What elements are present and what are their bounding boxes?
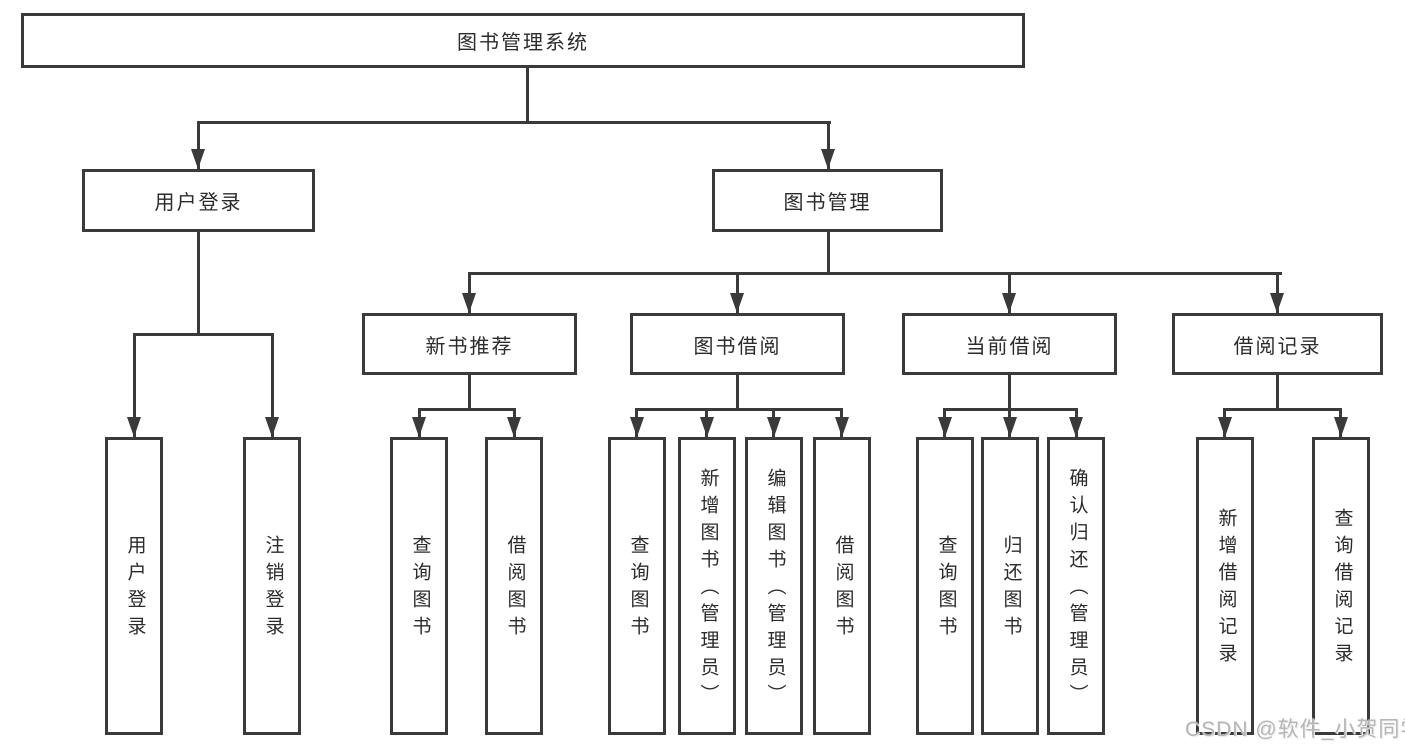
connector-line [197, 232, 200, 333]
arrowhead-down-icon [1069, 417, 1083, 437]
connector-line [197, 121, 831, 124]
node-current-borrow: 当前借阅 [902, 313, 1117, 375]
node-leaf-bb-query-books: 查询图书 [608, 437, 666, 735]
connector-line [636, 408, 843, 411]
connector-line [1008, 272, 1011, 313]
arrowhead-down-icon [462, 293, 476, 313]
arrowhead-down-icon [507, 417, 521, 437]
arrowhead-down-icon [1003, 417, 1017, 437]
node-leaf-cb-confirm-return-admin: 确认归还（管理员） [1047, 437, 1105, 735]
node-leaf-bb-add-books-admin: 新增图书（管理员） [678, 437, 736, 735]
node-leaf-cb-return-books: 归还图书 [981, 437, 1039, 735]
connector-line [827, 121, 830, 169]
connector-line [736, 375, 739, 408]
node-leaf-logout: 注销登录 [243, 437, 301, 735]
connector-line [271, 333, 274, 437]
connector-line [1224, 408, 1342, 411]
arrowhead-down-icon [265, 417, 279, 437]
connector-line [197, 121, 200, 169]
node-root: 图书管理系统 [21, 13, 1025, 68]
arrowhead-down-icon [412, 417, 426, 437]
connector-line [133, 333, 136, 437]
arrowhead-down-icon [1334, 417, 1348, 437]
connector-line [736, 272, 739, 313]
node-user-login: 用户登录 [82, 169, 315, 232]
node-borrow-records: 借阅记录 [1172, 313, 1383, 375]
node-new-book-recommend: 新书推荐 [362, 313, 577, 375]
arrowhead-down-icon [835, 417, 849, 437]
connector-line [526, 68, 529, 121]
node-book-borrow: 图书借阅 [630, 313, 845, 375]
node-leaf-nb-query-books: 查询图书 [390, 437, 448, 735]
connector-line [468, 375, 471, 408]
arrowhead-down-icon [191, 149, 205, 169]
node-leaf-br-add-record: 新增借阅记录 [1196, 437, 1254, 735]
connector-line [944, 408, 1078, 411]
connector-line [468, 272, 471, 313]
node-leaf-br-query-record: 查询借阅记录 [1312, 437, 1370, 735]
arrowhead-down-icon [630, 417, 644, 437]
connector-line [133, 333, 274, 336]
connector-line [468, 272, 1282, 275]
node-leaf-bb-edit-books-admin: 编辑图书（管理员） [745, 437, 803, 735]
connector-line [827, 232, 830, 272]
arrowhead-down-icon [700, 417, 714, 437]
arrowhead-down-icon [127, 417, 141, 437]
arrowhead-down-icon [938, 417, 952, 437]
connector-line [1008, 375, 1011, 408]
watermark: CSDN @软件_小贺同学 [1185, 718, 1405, 741]
node-book-management: 图书管理 [712, 169, 943, 232]
node-leaf-user-login: 用户登录 [105, 437, 163, 735]
arrowhead-down-icon [1002, 293, 1016, 313]
arrowhead-down-icon [1218, 417, 1232, 437]
arrowhead-down-icon [767, 417, 781, 437]
node-leaf-bb-borrow-books: 借阅图书 [813, 437, 871, 735]
node-leaf-nb-borrow-books: 借阅图书 [485, 437, 543, 735]
arrowhead-down-icon [1270, 293, 1284, 313]
connector-line [1276, 272, 1279, 313]
connector-line [1276, 375, 1279, 408]
connector-line [418, 408, 516, 411]
arrowhead-down-icon [730, 293, 744, 313]
node-leaf-cb-query-books: 查询图书 [916, 437, 974, 735]
arrowhead-down-icon [821, 149, 835, 169]
